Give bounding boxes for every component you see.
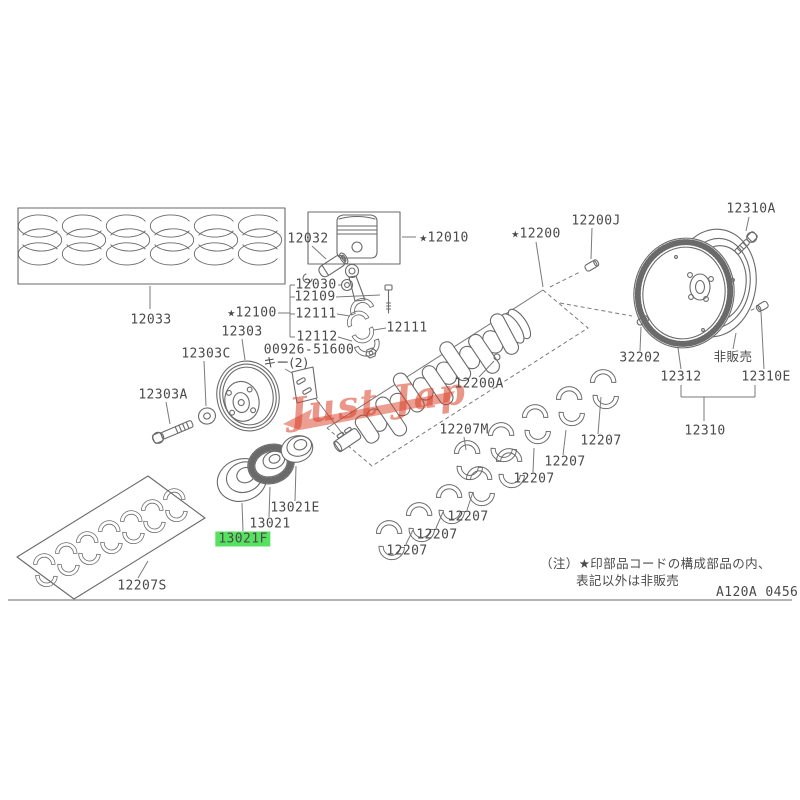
label-crank-dowel: 12200A (454, 376, 504, 392)
footnote-line1: （注）★印部品コードの構成部品の内、 (540, 556, 771, 571)
piston-pin-drawing (302, 252, 349, 284)
label-rod-cap: 12112 (296, 329, 338, 345)
label-main-bearing-5: 12207 (416, 527, 458, 543)
label-main-bearing-set: 12207S (117, 578, 167, 594)
label-piston-pin: 12032 (287, 231, 329, 247)
label-pulley-bolt: 12303A (138, 387, 188, 403)
main-bearing-set-drawing (16, 475, 206, 600)
connecting-rod-drawing (340, 263, 393, 361)
label-piston-bush: 12030 (295, 277, 337, 293)
piston-bush-drawing (340, 278, 354, 292)
label-oil-thrower-highlighted: 13021F (215, 531, 271, 547)
label-rod-assy: ★12100 (227, 305, 277, 321)
pulley-bolt-drawing (151, 420, 194, 444)
label-ring-set: 12033 (130, 312, 172, 328)
watermark-swoosh (283, 391, 455, 430)
label-main-bearing-6: 12207 (386, 543, 428, 559)
label-main-bearing-4: 12207 (447, 509, 489, 525)
label-ring-gear: 12312 (660, 369, 702, 385)
label-key-kit: 00926-51600 (263, 342, 355, 358)
dowel-pin-drawing (493, 353, 501, 361)
flywheel-plug-drawing (755, 300, 769, 313)
crank-pulley-drawing (151, 360, 280, 444)
label-rod-bearing-lower: 12111 (386, 320, 428, 336)
piston-ring-set-drawing (17, 207, 286, 285)
label-main-bearing-thrust: 12207M (439, 422, 489, 438)
flywheel-pin-drawing (636, 315, 649, 326)
diagram-code: A120A 0456 (716, 585, 799, 600)
pulley-washer-drawing (197, 407, 217, 425)
label-flywheel-pin: 32202 (619, 350, 661, 366)
footnote-line2: 表記以外は非販売 (576, 573, 680, 588)
circlip-drawing (302, 273, 313, 284)
label-key-qty: キー(2) (263, 354, 309, 370)
rod-nut-drawing (365, 347, 377, 359)
label-pulley-hub: 12303C (181, 346, 231, 362)
sprocket-washer-drawing (280, 435, 314, 463)
leader-lines (137, 216, 765, 579)
label-main-bearing-3: 12207 (513, 471, 555, 487)
label-flywheel: 12310 (684, 423, 726, 439)
label-flywheel-bolt: 12310A (726, 201, 776, 217)
flywheel-drawing (633, 228, 757, 349)
label-rod-bearing-upper: 12111 (295, 306, 337, 322)
label-crank-bushing: 12200J (571, 213, 621, 229)
label-crank-sprocket: 13021 (249, 516, 291, 532)
flywheel-bolt-drawing (734, 231, 758, 255)
crankshaft-outline-box (326, 289, 589, 467)
label-sprocket-washer: 13021E (270, 500, 320, 516)
label-pulley: 12303 (221, 324, 263, 340)
label-crankshaft: ★12200 (511, 226, 561, 242)
label-main-bearing-2: 12207 (544, 454, 586, 470)
label-flywheel-plug: 12310E (741, 369, 791, 385)
label-not-sold: 非販売 (713, 348, 753, 364)
label-piston: ★12010 (419, 230, 469, 246)
piston-drawing (307, 211, 401, 265)
rod-bolt-drawing (384, 284, 393, 314)
crank-bushing-drawing (584, 259, 600, 272)
label-main-bearing-1: 12207 (580, 433, 622, 449)
label-rod-bolt: 12109 (294, 289, 336, 305)
